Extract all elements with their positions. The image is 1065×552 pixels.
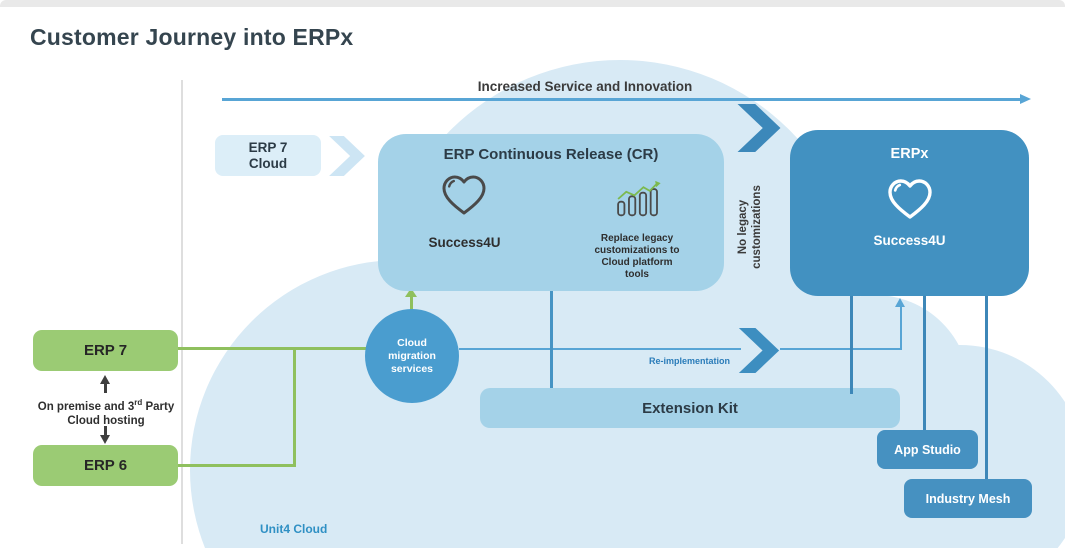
on-premise-sup: rd [134,398,143,407]
cloud-migration-label: Cloud migration services [388,336,436,375]
erpx-box: ERPx Success4U [790,130,1029,296]
window-chrome-bar [0,0,1065,7]
reimplementation-line-left [459,347,741,351]
reimplementation-line-right [780,347,902,351]
chevron-right-icon [738,328,780,373]
connector-erp6-vertical [293,347,296,467]
cr-replace-column: Replace legacy customizations to Cloud p… [551,134,724,291]
cr-replace-caption: Replace legacy customizations to Cloud p… [594,233,680,280]
erp-continuous-release-box: ERP Continuous Release (CR) Success4U Re… [378,134,724,291]
cr-success-column: Success4U [378,134,551,291]
extension-kit-bar: Extension Kit [480,388,900,428]
unit4-cloud-label: Unit4 Cloud [260,522,328,536]
connector-erp6-branch [178,464,296,467]
extension-kit-label: Extension Kit [642,399,738,417]
connector-erpx-to-extension-kit [849,295,853,394]
erp6-label: ERP 6 [83,457,128,474]
on-premise-text2: Party [142,400,175,413]
on-premise-line2: Cloud hosting [67,414,145,427]
cloud-migration-services-circle: Cloud migration services [365,309,459,403]
connector-migration-to-cr [410,296,413,310]
app-studio-box: App Studio [877,430,978,469]
erpx-success-label: Success4U [873,233,946,248]
erp7-cloud-label: ERP 7 Cloud [248,139,288,171]
erp7-cloud-box: ERP 7 Cloud [215,135,321,176]
connector-erp7-to-migration [178,347,368,350]
chevron-right-icon [329,136,365,176]
industry-mesh-label: Industry Mesh [925,491,1011,506]
arrow-up-icon [99,375,110,384]
chevron-right-icon [737,104,781,152]
cloud-bump [400,430,960,548]
heart-outline-icon [442,175,486,215]
increased-service-arrow-line [222,98,1022,101]
arrowhead-up-icon [895,298,905,307]
on-premise-hosting-label: On premise and 3rd Party Cloud hosting [15,396,197,428]
increased-service-label: Increased Service and Innovation [477,79,693,94]
reimplementation-up-line [899,306,903,349]
green-arrowhead-up-icon [405,288,417,297]
on-premise-text: On premise and 3 [37,400,135,413]
erp7-box: ERP 7 [33,330,178,371]
reimplementation-label: Re-implementation [648,356,730,366]
cr-success-label: Success4U [428,235,501,250]
page-title: Customer Journey into ERPx [30,24,354,50]
app-studio-label: App Studio [894,442,961,457]
bar-chart-growth-icon [617,180,661,217]
erp6-box: ERP 6 [33,445,178,486]
connector-cr-to-extension-kit [549,291,553,390]
erp7-label: ERP 7 [83,342,128,359]
connector-erpx-to-app-studio [922,295,926,431]
arrowhead-right-icon [1020,93,1031,104]
erpx-title: ERPx [890,146,929,162]
arrow-down-stem [104,426,107,436]
industry-mesh-box: Industry Mesh [904,479,1032,518]
heart-outline-icon [888,179,932,219]
arrow-down-icon [99,435,110,444]
arrow-up-stem [104,383,107,393]
divider-line [181,80,183,544]
cr-title: ERP Continuous Release (CR) [443,146,659,163]
no-legacy-customizations-label: No legacy customizations [737,185,763,269]
connector-erpx-to-industry-mesh [984,295,988,480]
